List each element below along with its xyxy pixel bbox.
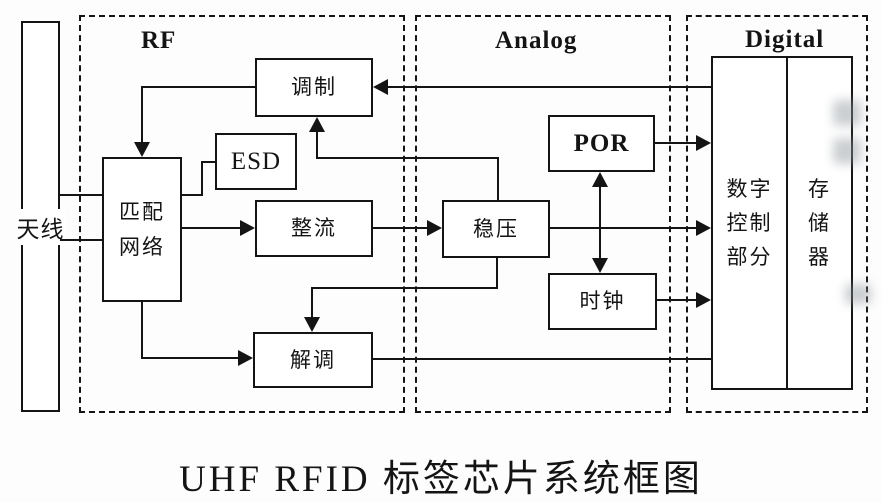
connector-demodulator-digital [373,358,711,360]
arrowhead-into-digital-top [696,135,711,151]
scan-blur-artifact [833,100,861,126]
memory-box: 存 储 器 [786,56,853,390]
scan-blur-artifact [845,284,871,304]
digital-control-label-line1: 数字 [726,176,773,201]
connector-modulator-matching-v [141,86,143,146]
por-label: POR [573,129,630,157]
por-box: POR [548,115,655,172]
connector-matching-esd-h2 [201,161,215,163]
digital-control-box: 数字 控制 部分 [711,56,788,390]
digital-control-label-line3: 部分 [726,245,773,269]
memory-label-line1: 存 [808,176,831,201]
demodulator-label: 解调 [290,347,336,372]
connector-modulator-matching-h [141,86,255,88]
connector-regulator-modulator-v1 [497,157,499,201]
rectifier-box: 整流 [255,200,373,257]
connector-antenna-matching-lower [60,239,102,241]
connector-por-clock [599,182,601,263]
clock-box: 时钟 [548,273,657,330]
connector-regulator-demodulator-v2 [311,287,313,319]
digital-control-label-line2: 控制 [726,210,773,235]
matching-network-label-line2: 网络 [119,234,165,259]
memory-label-line3: 器 [808,245,831,269]
arrowhead-into-regulator [427,220,442,236]
memory-label-line2: 储 [808,210,831,235]
antenna-box: 天线 [16,21,65,412]
arrowhead-into-modulator-bottom [309,117,325,132]
matching-network-label-line1: 匹配 [119,200,165,225]
connector-regulator-modulator-v2 [316,128,318,159]
connector-regulator-modulator-h [316,157,499,159]
arrowhead-into-demodulator-top [304,317,320,332]
clock-label: 时钟 [579,289,626,314]
connector-por-digital [655,142,698,144]
connector-matching-rectifier [182,227,242,229]
arrowhead-into-por-bottom [592,172,608,187]
connector-matching-esd-h1 [182,194,203,196]
esd-label: ESD [230,147,282,175]
connector-regulator-demodulator-v1 [496,258,498,289]
digital-section-frame [686,15,868,413]
rf-section-label: RF [141,27,177,54]
arrowhead-into-rectifier [240,220,255,236]
regulator-box: 稳压 [442,200,550,258]
modulator-box: 调制 [255,58,373,117]
arrowhead-into-demodulator-left [238,350,253,366]
connector-rectifier-regulator [373,227,429,229]
rectifier-label: 整流 [291,216,337,241]
arrowhead-into-digital-mid [696,220,711,236]
rf-section-frame [79,15,405,413]
connector-regulator-demodulator-h [311,287,498,289]
antenna-label: 天线 [16,209,65,245]
connector-clock-digital [657,299,698,301]
matching-network-box: 匹配 网络 [102,157,182,302]
demodulator-box: 解调 [253,332,373,388]
digital-section-label: Digital [745,26,825,53]
connector-antenna-matching-upper [60,194,102,196]
arrowhead-into-modulator-right [373,79,388,95]
esd-box: ESD [215,133,297,190]
arrowhead-into-clock-top [592,258,608,273]
connector-regulator-digital [550,227,698,229]
analog-section-frame [415,15,671,413]
arrowhead-into-digital-bottom [696,292,711,308]
scan-blur-artifact [833,138,861,164]
analog-section-label: Analog [495,27,578,54]
connector-matching-demodulator-h [141,357,240,359]
connector-matching-esd-v [201,161,203,196]
connector-digital-modulator [385,86,711,88]
diagram-caption: UHF RFID 标签芯片系统框图 [179,459,703,500]
connector-matching-demodulator-v [141,302,143,359]
arrowhead-into-matching-top [134,142,150,157]
modulator-label: 调制 [291,75,337,100]
regulator-label: 稳压 [473,216,519,241]
